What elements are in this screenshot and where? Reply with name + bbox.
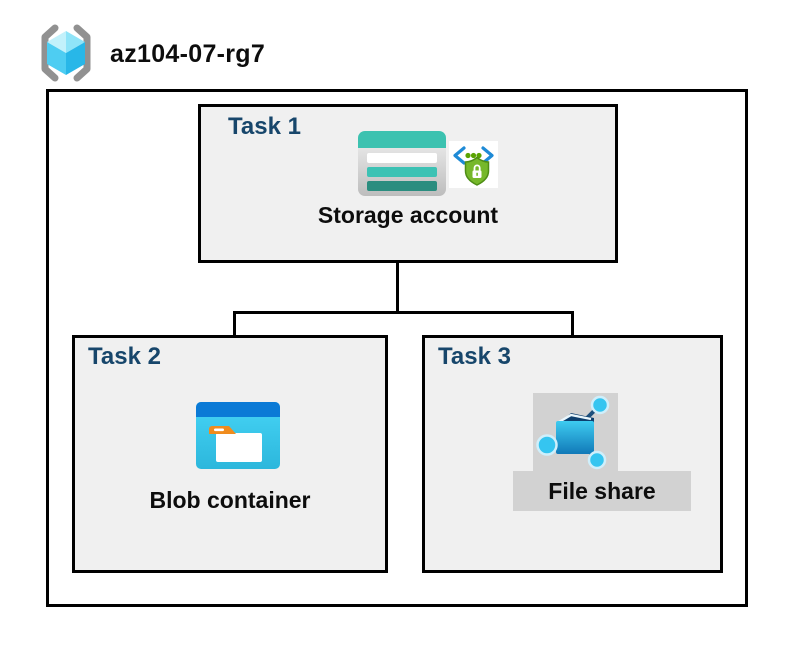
azure-resource-group-icon [41, 24, 91, 82]
task3-box: Task 3 File share [422, 335, 723, 573]
task1-label: Task 1 [228, 113, 301, 140]
task2-label: Task 2 [88, 343, 161, 370]
storage-account-caption: Storage account [317, 202, 499, 228]
code-shield-lock-icon [449, 141, 498, 188]
task1-box: Task 1 [198, 104, 618, 263]
storage-account-icon [358, 131, 446, 196]
file-share-icon [536, 395, 610, 470]
task3-label: Task 3 [438, 343, 511, 370]
file-share-icon-panel [533, 393, 618, 471]
blob-container-caption: Blob container [149, 487, 311, 513]
resource-group-name: az104-07-rg7 [110, 40, 266, 68]
task2-box: Task 2 Blob container [72, 335, 388, 573]
connector-storage-stem [396, 235, 399, 314]
blob-container-icon [196, 402, 280, 469]
file-share-caption: File share [513, 471, 691, 511]
connector-branch-horizontal [233, 311, 574, 314]
